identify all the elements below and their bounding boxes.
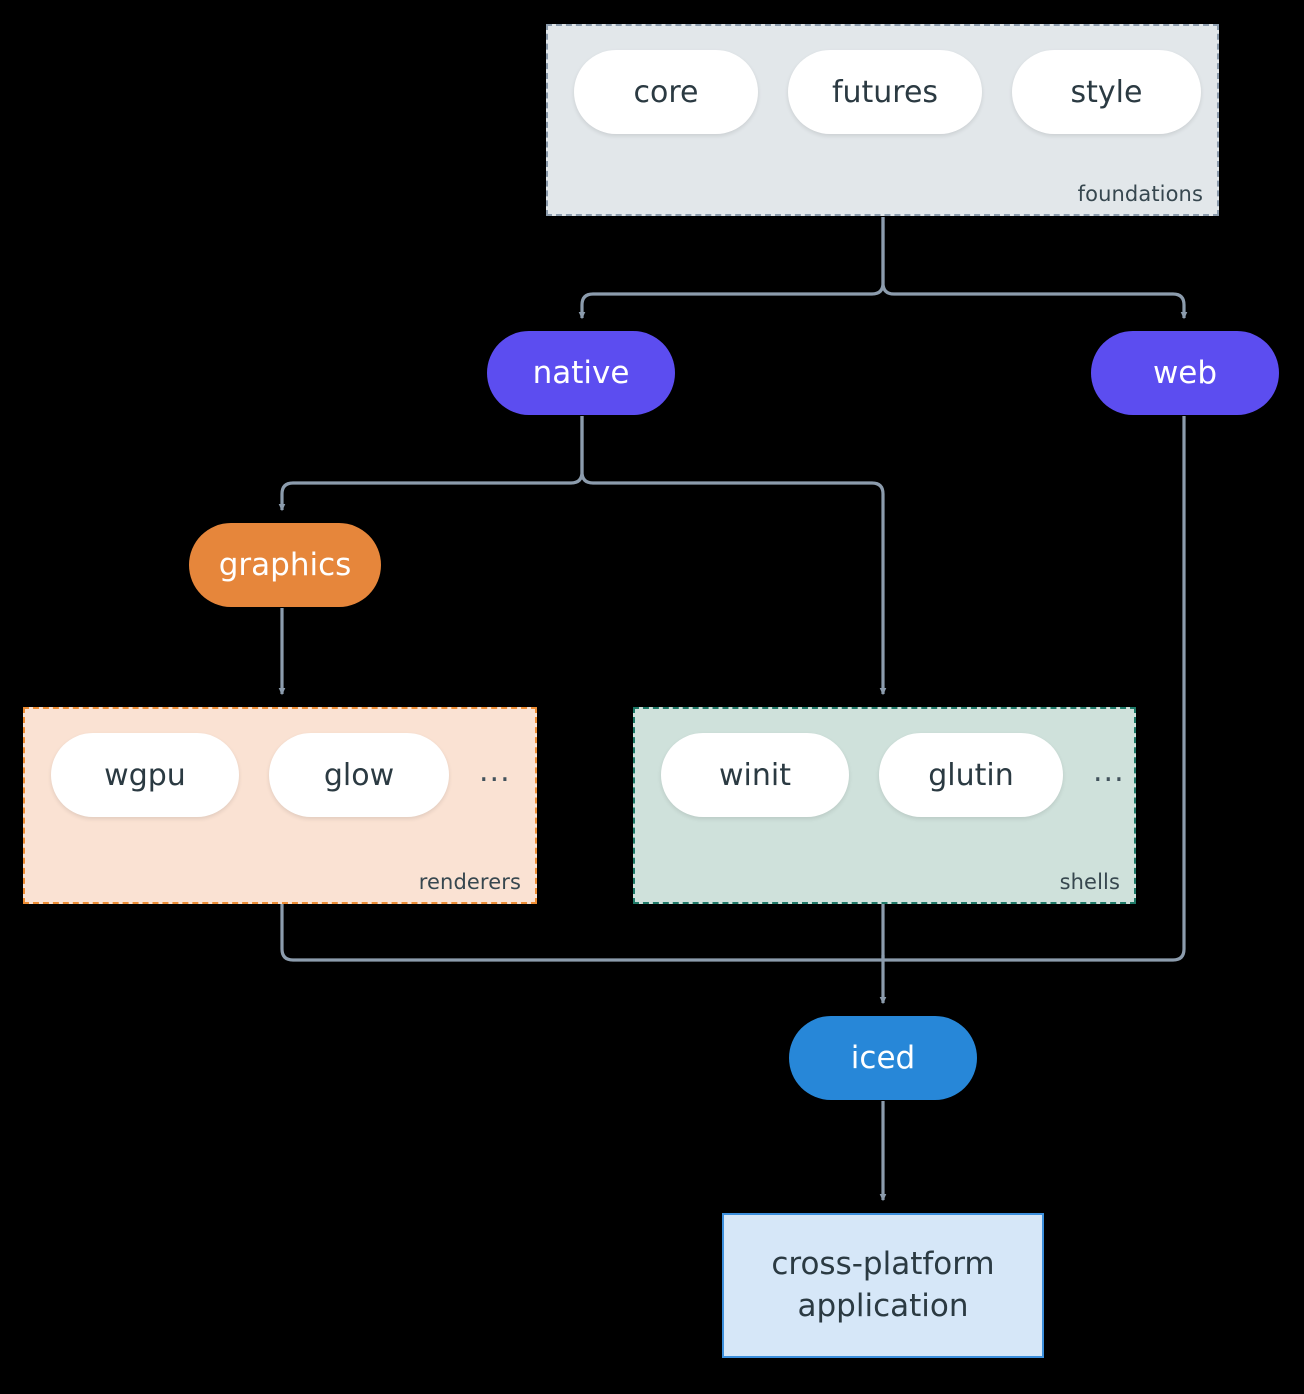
node-core[interactable]: core (574, 50, 758, 134)
group-label-shells: shells (1059, 870, 1120, 894)
edge-renderers-to-iced (280, 904, 883, 962)
node-style[interactable]: style (1012, 50, 1201, 134)
group-shells: winit glutin ... shells (633, 707, 1136, 904)
renderers-members: wgpu glow ... (25, 733, 535, 817)
shells-members: winit glutin ... (635, 733, 1134, 817)
node-wgpu[interactable]: wgpu (51, 733, 239, 817)
group-label-renderers: renderers (418, 870, 521, 894)
edge-foundations-to-web (881, 217, 1188, 320)
node-glow[interactable]: glow (269, 733, 449, 817)
node-winit[interactable]: winit (661, 733, 849, 817)
edge-foundations-to-native (578, 217, 885, 320)
node-native[interactable]: native (487, 331, 675, 415)
node-glutin[interactable]: glutin (879, 733, 1063, 817)
node-futures[interactable]: futures (788, 50, 982, 134)
shells-overflow-ellipsis: ... (1093, 754, 1125, 789)
edge-native-to-graphics (278, 416, 584, 512)
node-cross-platform-application[interactable]: cross-platform application (722, 1213, 1044, 1358)
group-renderers: wgpu glow ... renderers (23, 707, 537, 904)
node-web[interactable]: web (1091, 331, 1279, 415)
application-line-2: application (797, 1287, 969, 1324)
foundations-members: core futures style (548, 50, 1217, 134)
application-line-1: cross-platform (771, 1245, 995, 1282)
node-graphics[interactable]: graphics (189, 523, 381, 607)
group-foundations: core futures style foundations (546, 24, 1219, 216)
edge-native-to-shells (580, 416, 887, 696)
node-iced[interactable]: iced (789, 1016, 977, 1100)
renderers-overflow-ellipsis: ... (479, 754, 511, 789)
group-label-foundations: foundations (1077, 182, 1203, 206)
